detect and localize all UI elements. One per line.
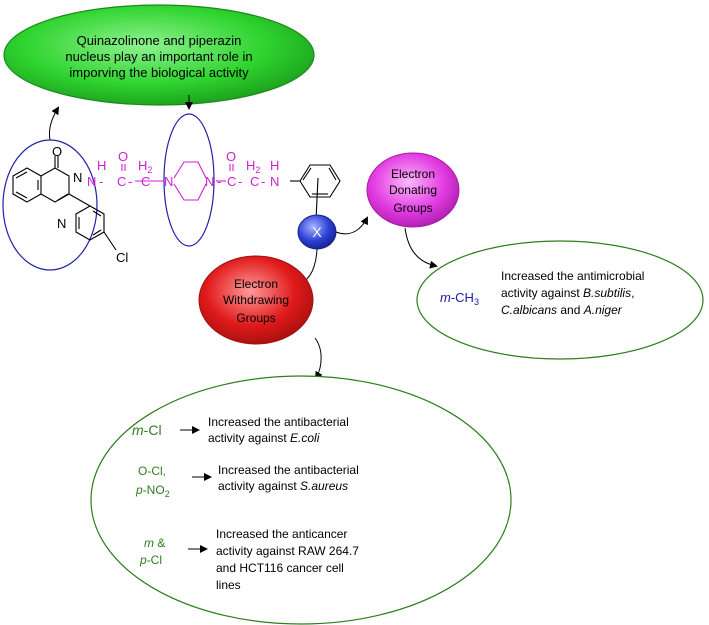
withdrawing-bubble	[198, 255, 314, 345]
atom-ch2-2-h: H2	[246, 158, 261, 175]
atom-n3: N	[73, 170, 83, 185]
withdrawing-effect-2-line-2: activity against S.aureus	[218, 479, 349, 493]
withdrawing-effect-3-line-3: and HCT116 cancer cell	[216, 561, 344, 575]
withdrawing-sub-2-label-line-2: p-NO2	[136, 483, 170, 499]
dash-5: -	[261, 174, 266, 189]
atom-piperazine-n2: N	[205, 174, 215, 189]
withdrawing-effect-3-line-2: activity against RAW 264.7	[216, 544, 359, 558]
dash-1: -	[99, 174, 104, 189]
arrow-withdrawing-to-effects	[314, 337, 323, 380]
atom-piperazine-n1: N	[164, 174, 174, 189]
bubble-line-2: nucleus play an important role in	[65, 49, 253, 64]
atom-n-nh2: N	[270, 174, 280, 189]
x-label: X	[312, 224, 322, 240]
piperazine-highlight-ring	[163, 113, 215, 247]
arrow-quinazolinone-to-bubble	[49, 106, 60, 141]
donating-effect-line-3: C.albicans and A.niger	[501, 303, 622, 317]
atom-ch2-1-c: C	[141, 174, 151, 189]
donating-substituent-label: m-CH3	[440, 290, 479, 307]
donating-line-3: Groups	[393, 201, 433, 215]
donating-effect-line-1: Increased the antimicrobial	[501, 269, 645, 283]
withdrawing-effect-3-line-1: Increased the anticancer	[216, 527, 348, 541]
atom-c-amide2: C	[227, 174, 237, 189]
withdrawing-sub-3-label-line-1: m &	[144, 536, 166, 550]
dash-4: -	[238, 174, 243, 189]
quinazolinone-structure	[12, 156, 117, 251]
piperazine-structure	[121, 161, 234, 201]
atom-c-amide1: C	[117, 174, 127, 189]
withdrawing-line-1: Electron	[233, 277, 279, 291]
withdrawing-effect-2-line-1: Increased the antibacterial	[218, 463, 359, 477]
withdrawing-sub-3-label-line-2: p-Cl	[140, 553, 163, 567]
withdrawing-effect-1-line-1: Increased the antibacterial	[208, 415, 349, 429]
atom-o-amide2: O	[226, 149, 237, 164]
withdrawing-sub-2-label-line-1: O-Cl,	[138, 464, 166, 478]
withdrawing-effect-3-line-4: lines	[216, 578, 241, 592]
donating-effect-line-2: activity against B.subtilis,	[501, 286, 635, 300]
donating-effect-ellipse	[416, 240, 704, 360]
withdrawing-effects-ellipse	[90, 375, 512, 625]
atom-cl: Cl	[116, 250, 129, 265]
phenyl-ring	[290, 164, 341, 221]
atom-n-nh1: N	[87, 174, 97, 189]
atom-h-nh1: H	[97, 158, 107, 173]
bubble-line-3: imporving the biological activity	[69, 65, 249, 80]
withdrawing-sub-1-label: m-Cl	[132, 422, 162, 438]
withdrawing-line-2: Withdrawing	[222, 293, 290, 307]
green-bubble	[3, 4, 315, 106]
bubble-line-1: Quinazolinone and piperazin	[76, 33, 242, 48]
withdrawing-effect-1-line-2: activity against E.coli	[208, 431, 320, 445]
atom-o-amide1: O	[118, 149, 129, 164]
withdrawing-line-3: Groups	[236, 311, 276, 325]
atom-o-carbonyl: O	[52, 144, 63, 159]
dash-2: -	[128, 174, 133, 189]
atom-ch2-1-h: H2	[138, 158, 153, 175]
donating-line-1: Electron	[390, 167, 436, 181]
donating-line-2: Donating	[388, 183, 438, 197]
donating-bubble	[366, 152, 460, 228]
atom-h-nh2: H	[270, 158, 280, 173]
atom-ch2-2-c: C	[250, 174, 260, 189]
quinazolinone-highlight-ring	[2, 139, 98, 271]
atom-n1: N	[57, 216, 67, 231]
arrow-donating-to-effect	[404, 227, 438, 269]
dash-3: -	[217, 174, 222, 189]
arrow-x-to-donating	[335, 216, 368, 235]
